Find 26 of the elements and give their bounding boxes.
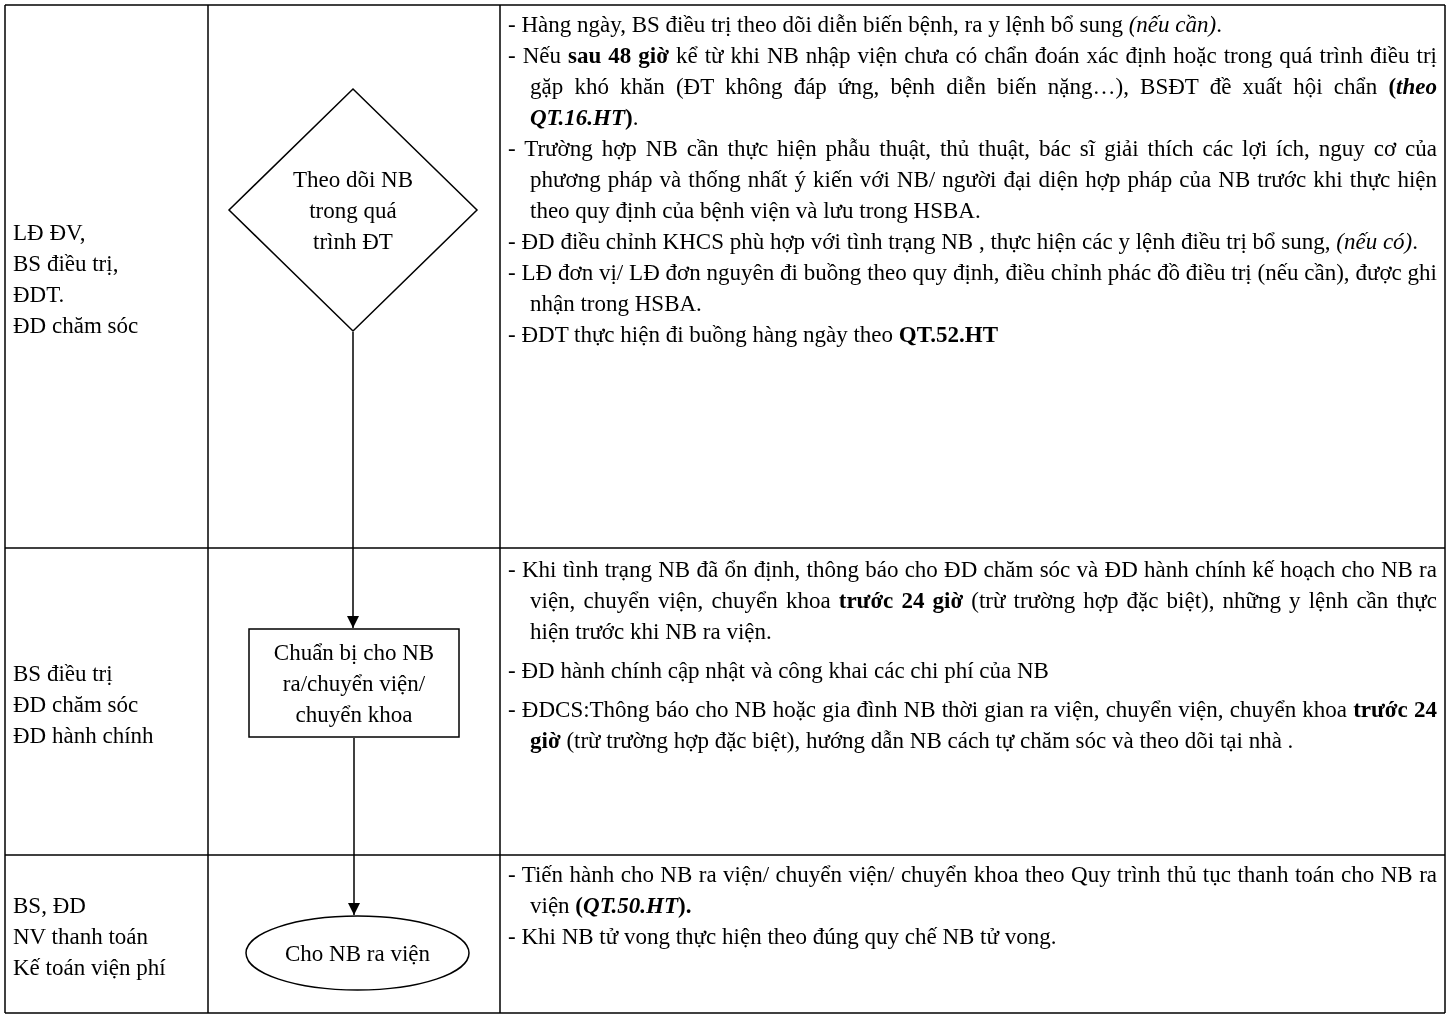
role-text: Kế toán viện phí xyxy=(12,953,167,982)
step-description: - ĐD hành chính cập nhật và công khai các chi phí của NB xyxy=(507,657,1050,685)
process-box: Chuẩn bị cho NB ra/chuyển viện/ chuyển khoa xyxy=(248,628,460,738)
step-description: - Tiến hành cho NB ra viện/ chuyển viện/ chuyển khoa theo Quy trình thủ tục thanh toán cho NB ra viện (QT.50.HT). xyxy=(507,861,1438,920)
role-text: ĐD chăm sóc xyxy=(12,311,140,340)
step-description: - Khi NB tử vong thực hiện theo đúng quy chế NB tử vong. xyxy=(507,923,1058,951)
role-text: LĐ ĐV, xyxy=(12,218,87,247)
role-text: BS điều trị xyxy=(12,660,114,688)
step-description: - Nếu sau 48 giờ kể từ khi NB nhập viện chưa có chẩn đoán xác định hoặc trong quá trình điều trị gặp khó khăn (ĐT không đáp ứng, bệnh diễn biến nặng…), BSĐT đề xuất hội chẩn (theo QT.16.HT). xyxy=(507,42,1438,132)
role-text: ĐD hành chính xyxy=(12,722,155,750)
step-description: - Trường hợp NB cần thực hiện phẫu thuật, thủ thuật, bác sĩ giải thích các lợi ích, nguy cơ của phương pháp và thống nhất ý kiến với NB/ người đại diện hợp pháp của NB trước khi thực hiện theo quy định của bệnh viện và lưu trong HSBA. xyxy=(507,135,1438,225)
step-description: - Khi tình trạng NB đã ổn định, thông báo cho ĐD chăm sóc và ĐD hành chính kế hoạch cho NB ra viện, chuyển viện, chuyển khoa trước 24 giờ (trừ trường hợp đặc biệt), những y lệnh cần thực hiện trước khi NB ra viện. xyxy=(507,556,1438,646)
decision-diamond: Theo dõi NB trong quá trình ĐT xyxy=(228,88,478,332)
role-text: ĐD chăm sóc xyxy=(12,691,140,719)
role-text: BS điều trị, xyxy=(12,249,120,278)
role-text: ĐDT. xyxy=(12,280,66,309)
arrow xyxy=(348,737,360,916)
role-text: BS, ĐD xyxy=(12,891,87,920)
role-text: NV thanh toán xyxy=(12,922,149,951)
arrow xyxy=(347,331,359,629)
step-description: - Hàng ngày, BS điều trị theo dõi diễn biến bệnh, ra y lệnh bổ sung (nếu cần). xyxy=(507,11,1223,39)
step-description: - ĐDCS:Thông báo cho NB hoặc gia đình NB thời gian ra viện, chuyển viện, chuyển khoa trước 24 giờ (trừ trường hợp đặc biệt), hướng dẫn NB cách tự chăm sóc và theo dõi tại nhà . xyxy=(507,696,1438,755)
terminal-ellipse: Cho NB ra viện xyxy=(245,915,470,991)
step-description: - ĐDT thực hiện đi buồng hàng ngày theo QT.52.HT xyxy=(507,321,1000,349)
step-description: - ĐD điều chỉnh KHCS phù hợp với tình trạng NB , thực hiện các y lệnh điều trị bổ sung, (nếu có). xyxy=(507,228,1419,256)
step-description: - LĐ đơn vị/ LĐ đơn nguyên đi buồng theo quy định, điều chỉnh phác đồ điều trị (nếu cần), được ghi nhận trong HSBA. xyxy=(507,259,1438,318)
